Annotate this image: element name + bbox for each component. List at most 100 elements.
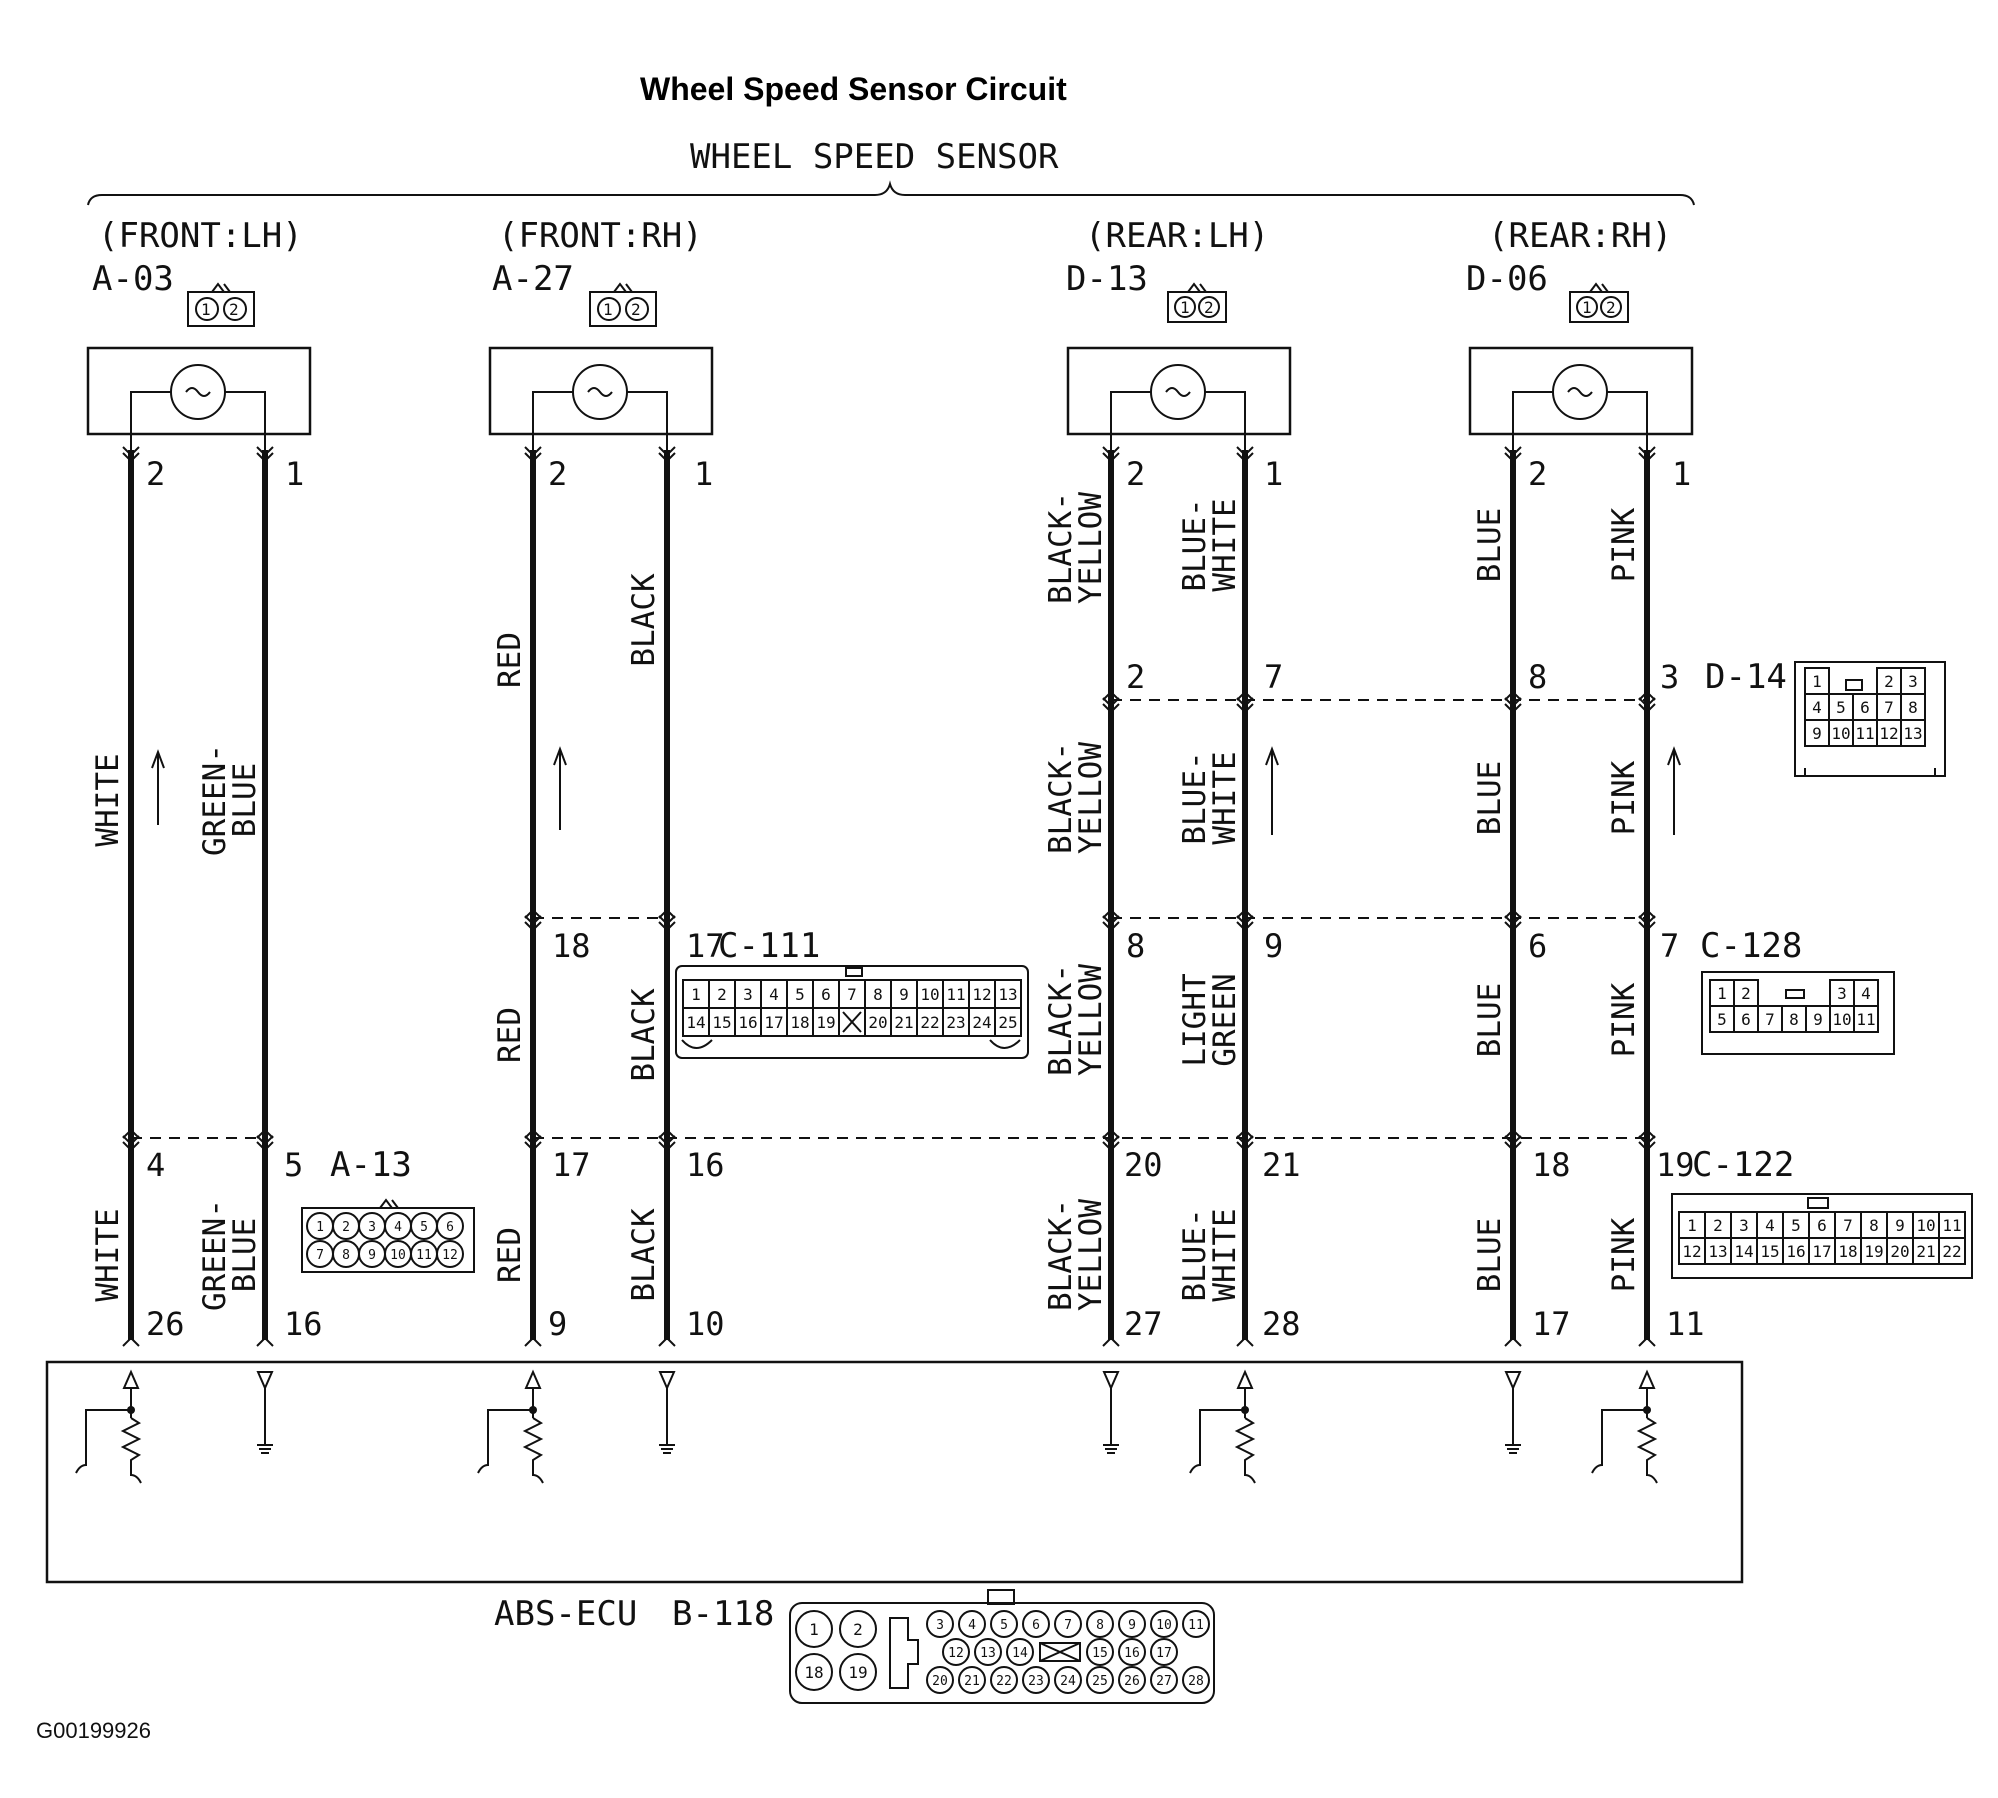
pin-label: 19 [1864,1242,1883,1261]
pin-cell [795,1610,833,1648]
wire-color-text: BLUE [1472,761,1508,836]
wire-color-label: BLUE [1472,1218,1508,1293]
pin-cell [1182,1666,1210,1694]
pin-cell [839,1653,877,1691]
pin-label: 2 [1741,984,1751,1003]
terminal-chevron [524,1128,542,1139]
pin-label: 4 [1812,698,1822,717]
pin-number: 16 [686,1146,725,1184]
pin-cell [990,1610,1018,1638]
pin-label: 9 [899,985,909,1004]
pin-label: 7 [1064,1618,1072,1633]
up-arrow-icon [553,746,567,830]
wire-color-text: RED [492,632,528,688]
pin-label: 20 [932,1674,948,1689]
wire-color-label: RED [492,1227,528,1283]
terminal-chevron [1638,1336,1656,1347]
wire-color-label: BLUE [1472,983,1508,1058]
connector-name: D-14 [1705,657,1787,697]
pin-label: 8 [1908,698,1918,717]
pin-label: 9 [1895,1216,1905,1235]
wire-color-text: BLACK [626,573,662,667]
pin-label: 13 [980,1646,996,1661]
wire-color-text: BLUE- [1177,751,1213,844]
terminal-chevron [1504,1135,1522,1152]
pin-label: 3 [368,1220,376,1235]
connector-splits [131,699,1647,1139]
pin-label: 5 [1791,1216,1801,1235]
pin-cell [958,1610,986,1638]
wire-color-label: BLUE [1472,761,1508,836]
wire-color-text: PINK [1606,760,1642,835]
terminal-chevron [1638,446,1656,463]
pin-label: 12 [1682,1242,1701,1261]
pin-label: 7 [1843,1216,1853,1235]
pin-label: 22 [920,1013,939,1032]
diagram-title: Wheel Speed Sensor Circuit [640,71,1067,107]
wire-color-text: PINK [1606,1217,1642,1292]
pin-label: 23 [946,1013,965,1032]
terminal-chevron [524,446,542,463]
terminal-chevron [1504,446,1522,463]
pin-label: 12 [948,1646,964,1661]
wire-color-label: PINK [1606,507,1642,582]
pin-cell [942,1638,970,1666]
wire-color-text: WHITE [1207,498,1243,591]
wire-color-text: BLACK- [1043,1199,1079,1311]
pin-label: 2 [1713,1216,1723,1235]
wire-color-text: GREEN [1207,973,1243,1066]
pin-label: 18 [790,1013,809,1032]
pin-label: 11 [1188,1618,1204,1633]
pin-label: 12 [1879,724,1898,743]
wire-color-label: GREEN-BLUE [197,744,263,856]
wire-color-label: PINK [1606,982,1642,1057]
pin-cell [974,1638,1002,1666]
wire-color-text: YELLOW [1073,742,1109,854]
pin-label: 9 [368,1248,376,1263]
wire-color-label: RED [492,1007,528,1063]
sensor-front-lh: (FRONT:LH) A-03 [92,216,303,299]
pin-label: 24 [972,1013,991,1032]
pin-number: 11 [1666,1305,1705,1343]
terminal-chevron [1102,690,1120,701]
svg-text:2: 2 [1204,298,1214,317]
svg-text:1: 1 [1180,298,1190,317]
pin-number: 1 [1264,455,1283,493]
pin-cell [994,1007,1022,1037]
pin-label: 10 [1156,1618,1172,1633]
wire-color-label: BLACK-YELLOW [1043,1199,1109,1311]
pin-label: 5 [1000,1618,1008,1633]
terminal-chevron [1102,908,1120,919]
wire-color-text: GREEN- [197,1199,233,1311]
pin-label: 3 [743,985,753,1004]
pin-label: 13 [1708,1242,1727,1261]
pin-label: 6 [446,1220,454,1235]
terminal-chevron [122,446,140,463]
wire-color-label: BLACK-YELLOW [1043,742,1109,854]
wire-color-text: BLACK- [1043,492,1079,604]
pin-cell [1118,1666,1146,1694]
sensor-body-rear-lh [1066,346,1292,450]
wire-color-text: BLUE [227,1218,263,1293]
pin-number: 18 [552,927,591,965]
terminal-chevron [658,1336,676,1347]
connector-name: C-128 [1700,926,1802,966]
terminal-chevron [1504,915,1522,932]
terminal-chevron [1102,1336,1120,1347]
wire-color-label: BLUE-WHITE [1177,1208,1243,1301]
wire-color-text: RED [492,1007,528,1063]
pin-number: 6 [1528,927,1547,965]
wire-color-label: PINK [1606,1217,1642,1292]
pin-cell [990,1666,1018,1694]
sensor-front-rh: (FRONT:RH) A-27 [492,216,703,299]
wire-color-text: PINK [1606,982,1642,1057]
pin-label: 28 [1188,1674,1204,1689]
pin-label: 10 [1832,1010,1851,1029]
terminal-chevron [256,446,274,463]
terminal-chevron [1102,915,1120,932]
pin-label: 8 [1096,1618,1104,1633]
terminal-chevron [122,1135,140,1152]
terminal-chevron [658,446,676,463]
wire-color-label: BLUE-WHITE [1177,751,1243,844]
